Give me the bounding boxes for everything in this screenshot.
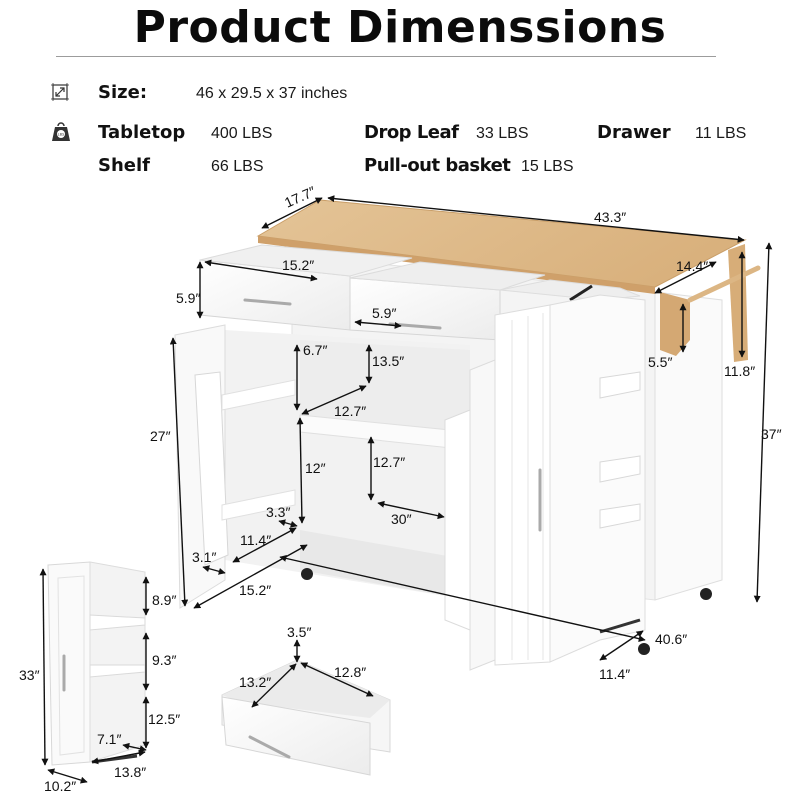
title-divider: [56, 56, 716, 57]
dim-base-width: 40.6″: [655, 631, 688, 647]
weight-label-drop-leaf: Drop Leaf: [364, 122, 459, 143]
dim-door-rack-lip: 3.1″: [192, 549, 217, 565]
dim-upper-right-clearance: 13.5″: [372, 353, 405, 369]
dim-pullout-depth: 11.4″: [599, 666, 631, 682]
dim-basket-width: 10.2″: [44, 778, 77, 794]
svg-text:LBS: LBS: [58, 133, 65, 137]
dim-lower-right-clearance: 12.7″: [373, 454, 406, 470]
dim-drop-leaf-height: 11.8″: [724, 363, 756, 379]
dim-basket-inner-depth: 7.1″: [97, 731, 122, 747]
dim-drop-leaf-depth: 14.4″: [676, 258, 709, 274]
weight-value-drop-leaf: 33 LBS: [476, 125, 529, 142]
dim-drawer-width: 15.2″: [282, 257, 315, 273]
dim-towel-bar-drop: 5.5″: [648, 354, 673, 370]
dim-total-height: 37″: [761, 426, 782, 442]
dim-lower-left-clearance: 12″: [305, 460, 326, 476]
dim-basket-shelf-1: 8.9″: [152, 592, 177, 608]
dim-interior-width: 30″: [391, 511, 412, 527]
dim-drawer-detail-height: 3.5″: [287, 624, 312, 640]
dim-cabinet-height: 27″: [150, 428, 171, 444]
size-value: 46 x 29.5 x 37 inches: [196, 85, 348, 102]
dim-door-rack-width: 11.4″: [240, 532, 272, 548]
dim-basket-height: 33″: [19, 667, 40, 683]
weight-value-pullout-basket: 15 LBS: [521, 158, 574, 175]
dim-upper-left-clearance: 6.7″: [303, 342, 328, 358]
dim-basket-shelf-3: 12.5″: [148, 711, 181, 727]
dim-door-rack-depth: 3.3″: [266, 504, 291, 520]
weight-label-pullout-basket: Pull-out basket: [364, 155, 511, 176]
dim-drawer-detail-depth: 13.2″: [239, 674, 272, 690]
dimension-lines: [169, 195, 773, 661]
page-title: Product Dimenssions: [133, 2, 667, 53]
weight-value-drawer: 11 LBS: [695, 125, 747, 142]
weight-label-tabletop: Tabletop: [98, 122, 186, 143]
dim-drawer-height: 5.9″: [176, 290, 201, 306]
weight-lbs-icon: LBS: [51, 120, 71, 146]
size-label: Size:: [98, 82, 148, 103]
dim-drawer-detail-width: 12.8″: [334, 664, 367, 680]
dim-door-width: 15.2″: [239, 582, 272, 598]
dimensions-icon: [51, 83, 69, 105]
dim-basket-depth: 13.8″: [114, 764, 147, 780]
specs-section: Size: 46 x 29.5 x 37 inches LBS Tabletop…: [0, 0, 800, 190]
dim-shelf-depth: 12.7″: [334, 403, 367, 419]
weight-value-shelf: 66 LBS: [211, 158, 264, 175]
weight-value-tabletop: 400 LBS: [211, 125, 273, 142]
weight-label-shelf: Shelf: [98, 155, 150, 176]
dim-top-width: 43.3″: [594, 209, 627, 225]
dim-basket-shelf-2: 9.3″: [152, 652, 177, 668]
dim-drawer-handle: 5.9″: [372, 305, 397, 321]
weight-label-drawer: Drawer: [597, 122, 671, 143]
